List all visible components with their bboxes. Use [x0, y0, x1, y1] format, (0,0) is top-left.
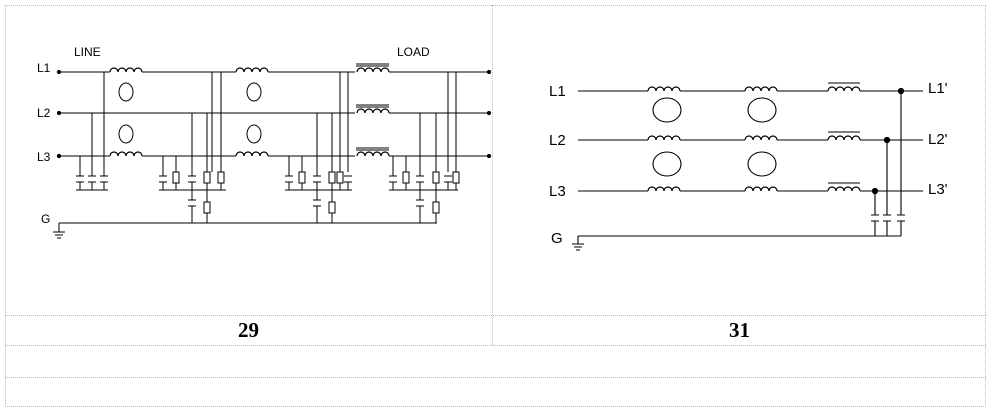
d31-l1-out-label: L1': [928, 80, 948, 97]
d31-core-1b: [652, 151, 682, 177]
table-row-line-1: [5, 315, 986, 316]
table-row-line-2: [5, 345, 986, 346]
line-label: LINE: [74, 45, 101, 59]
table-divider: [492, 5, 493, 345]
d29-l1-label: L1: [37, 61, 51, 75]
table-row-line-3: [5, 377, 986, 378]
table-outer-border: [5, 5, 986, 407]
d31-core-2a: [747, 97, 777, 123]
d29-core-2a: [246, 82, 262, 102]
diagram-31: L1 L2 L3 G L1' L2' L3': [549, 80, 948, 251]
caption-29: 29: [238, 318, 259, 342]
d31-dm-cores: [828, 82, 860, 184]
d31-l1-label: L1: [549, 83, 566, 100]
d29-g-label: G: [41, 212, 50, 226]
caption-31: 31: [729, 318, 750, 342]
d31-core-2b: [747, 151, 777, 177]
d29-core-1b: [118, 124, 134, 144]
d29-l2-label: L2: [37, 106, 51, 120]
ground-icon: [572, 236, 584, 251]
d31-l2-label: L2: [549, 132, 566, 149]
diagram-29: LINE LOAD L1 L2 L3 G: [37, 45, 492, 239]
d31-l3-label: L3: [549, 183, 566, 200]
d31-l2-out-label: L2': [928, 131, 948, 148]
d31-core-1a: [652, 97, 682, 123]
d29-core-2b: [246, 124, 262, 144]
d29-l3-label: L3: [37, 150, 51, 164]
d29-dm-cores: [356, 63, 389, 151]
load-label: LOAD: [397, 45, 430, 59]
d31-l3-out-label: L3': [928, 181, 948, 198]
d29-core-1a: [118, 82, 134, 102]
d31-g-label: G: [551, 230, 563, 247]
ground-icon: [53, 223, 65, 239]
